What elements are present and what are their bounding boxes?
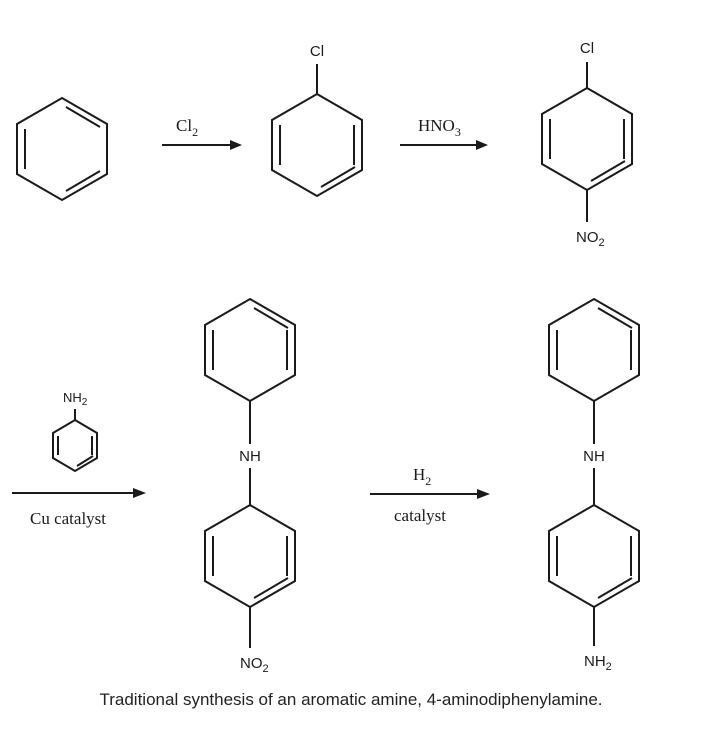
reagent-cu-catalyst: Cu catalyst: [30, 509, 106, 528]
svg-text:NH2: NH2: [584, 653, 612, 673]
chlorine-atom-label-2: Cl: [580, 40, 594, 57]
nitro-group-label-2: NO: [240, 655, 263, 672]
chlorine-atom-label: Cl: [310, 43, 324, 60]
nitrodiphenylamine-molecule: [204, 297, 296, 648]
amine-bridge-label: NH: [239, 448, 261, 465]
amino-group-label: NH: [584, 653, 606, 670]
chloronitrobenzene-molecule: [541, 62, 633, 222]
benzene-molecule: [16, 96, 108, 202]
aniline-amine-label: NH: [63, 390, 82, 405]
reagent-nitric-acid-subscript: 3: [455, 125, 461, 139]
chlorobenzene-molecule: [271, 64, 363, 198]
figure-caption: Traditional synthesis of an aromatic ami…: [99, 690, 603, 709]
reagent-nitric-acid: HNO: [418, 116, 455, 135]
nitro-group-label: NO: [576, 229, 599, 246]
svg-text:HNO3: HNO3: [418, 116, 461, 139]
reagent-hydrogen-subscript: 2: [425, 474, 431, 488]
svg-text:NO2: NO2: [240, 655, 269, 675]
arrow-hydrogenation: [370, 489, 490, 499]
svg-text:H2: H2: [413, 465, 431, 488]
nitro-group-subscript: 2: [599, 237, 605, 249]
svg-text:NO2: NO2: [576, 229, 605, 249]
arrow-coupling: [12, 488, 146, 498]
aminodiphenylamine-molecule: [548, 297, 640, 646]
nitro-group-subscript-2: 2: [263, 663, 269, 675]
reagent-catalyst: catalyst: [394, 506, 446, 525]
aniline-reagent-molecule: [52, 409, 98, 473]
arrow-chlorination: [162, 140, 242, 150]
svg-text:Cl2: Cl2: [176, 116, 198, 139]
amino-group-subscript: 2: [606, 661, 612, 673]
svg-text:NH2: NH2: [63, 390, 88, 408]
arrow-nitration: [400, 140, 488, 150]
reagent-chlorine: Cl: [176, 116, 192, 135]
reagent-hydrogen: H: [413, 465, 425, 484]
amine-bridge-label-2: NH: [583, 448, 605, 465]
aniline-amine-subscript: 2: [82, 397, 88, 408]
reagent-chlorine-subscript: 2: [192, 125, 198, 139]
